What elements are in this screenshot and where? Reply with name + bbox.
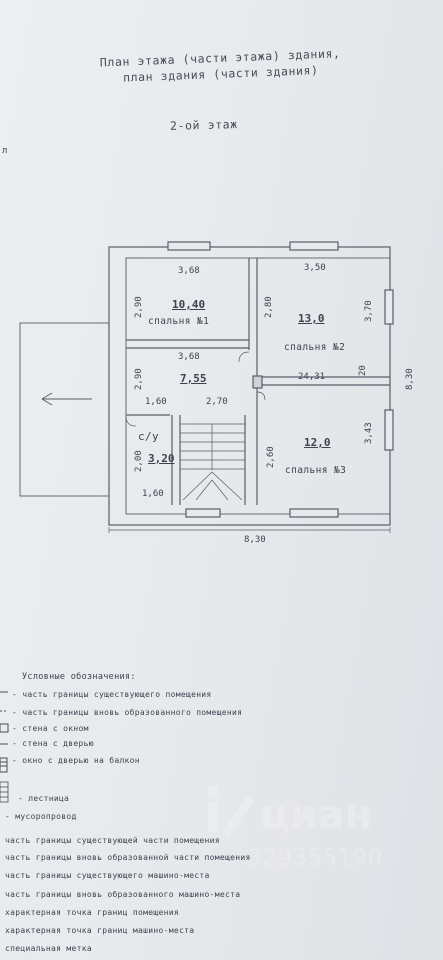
overall-width: 8,30: [244, 535, 266, 545]
balcony-label: 24,31: [298, 372, 326, 382]
legend-item-2: - часть границы вновь образованного поме…: [12, 708, 243, 717]
floor-plan-drawing: [19, 241, 394, 533]
legend-item-9: часть границы вновь образованной части п…: [5, 853, 251, 862]
room1-name: спальня №1: [148, 316, 210, 327]
cian-watermark: циан 329355190: [200, 780, 400, 900]
bathroom-area: 3,20: [148, 452, 175, 465]
hall-area: 7,55: [180, 372, 207, 385]
legend-item-12: характерная точка границ помещения: [5, 908, 179, 917]
room3-name: спальня №3: [285, 465, 347, 476]
room2-height: 2,80: [264, 296, 274, 318]
room2-area: 13,0: [298, 312, 325, 325]
overall-height: 8,30: [405, 368, 415, 390]
bathroom-height: 2,00: [134, 450, 144, 472]
legend-symbols: [0, 691, 9, 773]
legend-item-8: часть границы существующей части помещен…: [5, 836, 220, 845]
legend-item-14: специальная метка: [5, 944, 92, 953]
hall-width-left: 1,60: [145, 397, 167, 407]
room1-area: 10,40: [172, 298, 206, 311]
hall-width: 3,68: [178, 352, 200, 362]
bathroom-width: 1,60: [142, 489, 164, 499]
legend-item-7: - мусоропровод: [5, 812, 77, 821]
legend-heading: Условные обозначения:: [22, 672, 136, 682]
floor-plan: 3,68 2,90 10,40 спальня №1 3,50 2,80 3,7…: [19, 241, 415, 545]
room2-height-right: 3,70: [364, 300, 374, 322]
stair-symbol-icon: [0, 781, 9, 803]
bathroom-name: с/у: [138, 430, 160, 443]
watermark-brand: циан: [260, 792, 373, 838]
legend-item-13: характерная точка границ машино-места: [5, 926, 195, 935]
room1-height: 2,90: [134, 296, 144, 318]
room2-width: 3,50: [304, 263, 326, 273]
room1-width: 3,68: [178, 266, 200, 276]
room3-height-right: 3,43: [364, 422, 374, 444]
legend-item-5: - окно с дверью на балкон: [12, 756, 140, 765]
hall-width-right: 2,70: [206, 397, 228, 407]
hall-height: 2,90: [134, 368, 144, 390]
room3-height: 2,60: [266, 446, 276, 468]
legend-item-6: - лестница: [18, 794, 70, 803]
room2-name: спальня №2: [284, 342, 346, 353]
corner-mark: л: [2, 146, 8, 156]
legend-item-11: часть границы вновь образованного машино…: [5, 890, 241, 899]
balcony-height: 20: [358, 365, 368, 376]
legend-item-4: - стена с дверью: [12, 739, 94, 748]
watermark-number: 329355190: [248, 846, 383, 871]
legend-item-10: часть границы существующего машино-места: [5, 871, 210, 880]
room3-area: 12,0: [304, 436, 331, 449]
legend-item-3: - стена с окном: [12, 724, 89, 733]
legend-item-1: - часть границы существующего помещения: [12, 690, 212, 699]
